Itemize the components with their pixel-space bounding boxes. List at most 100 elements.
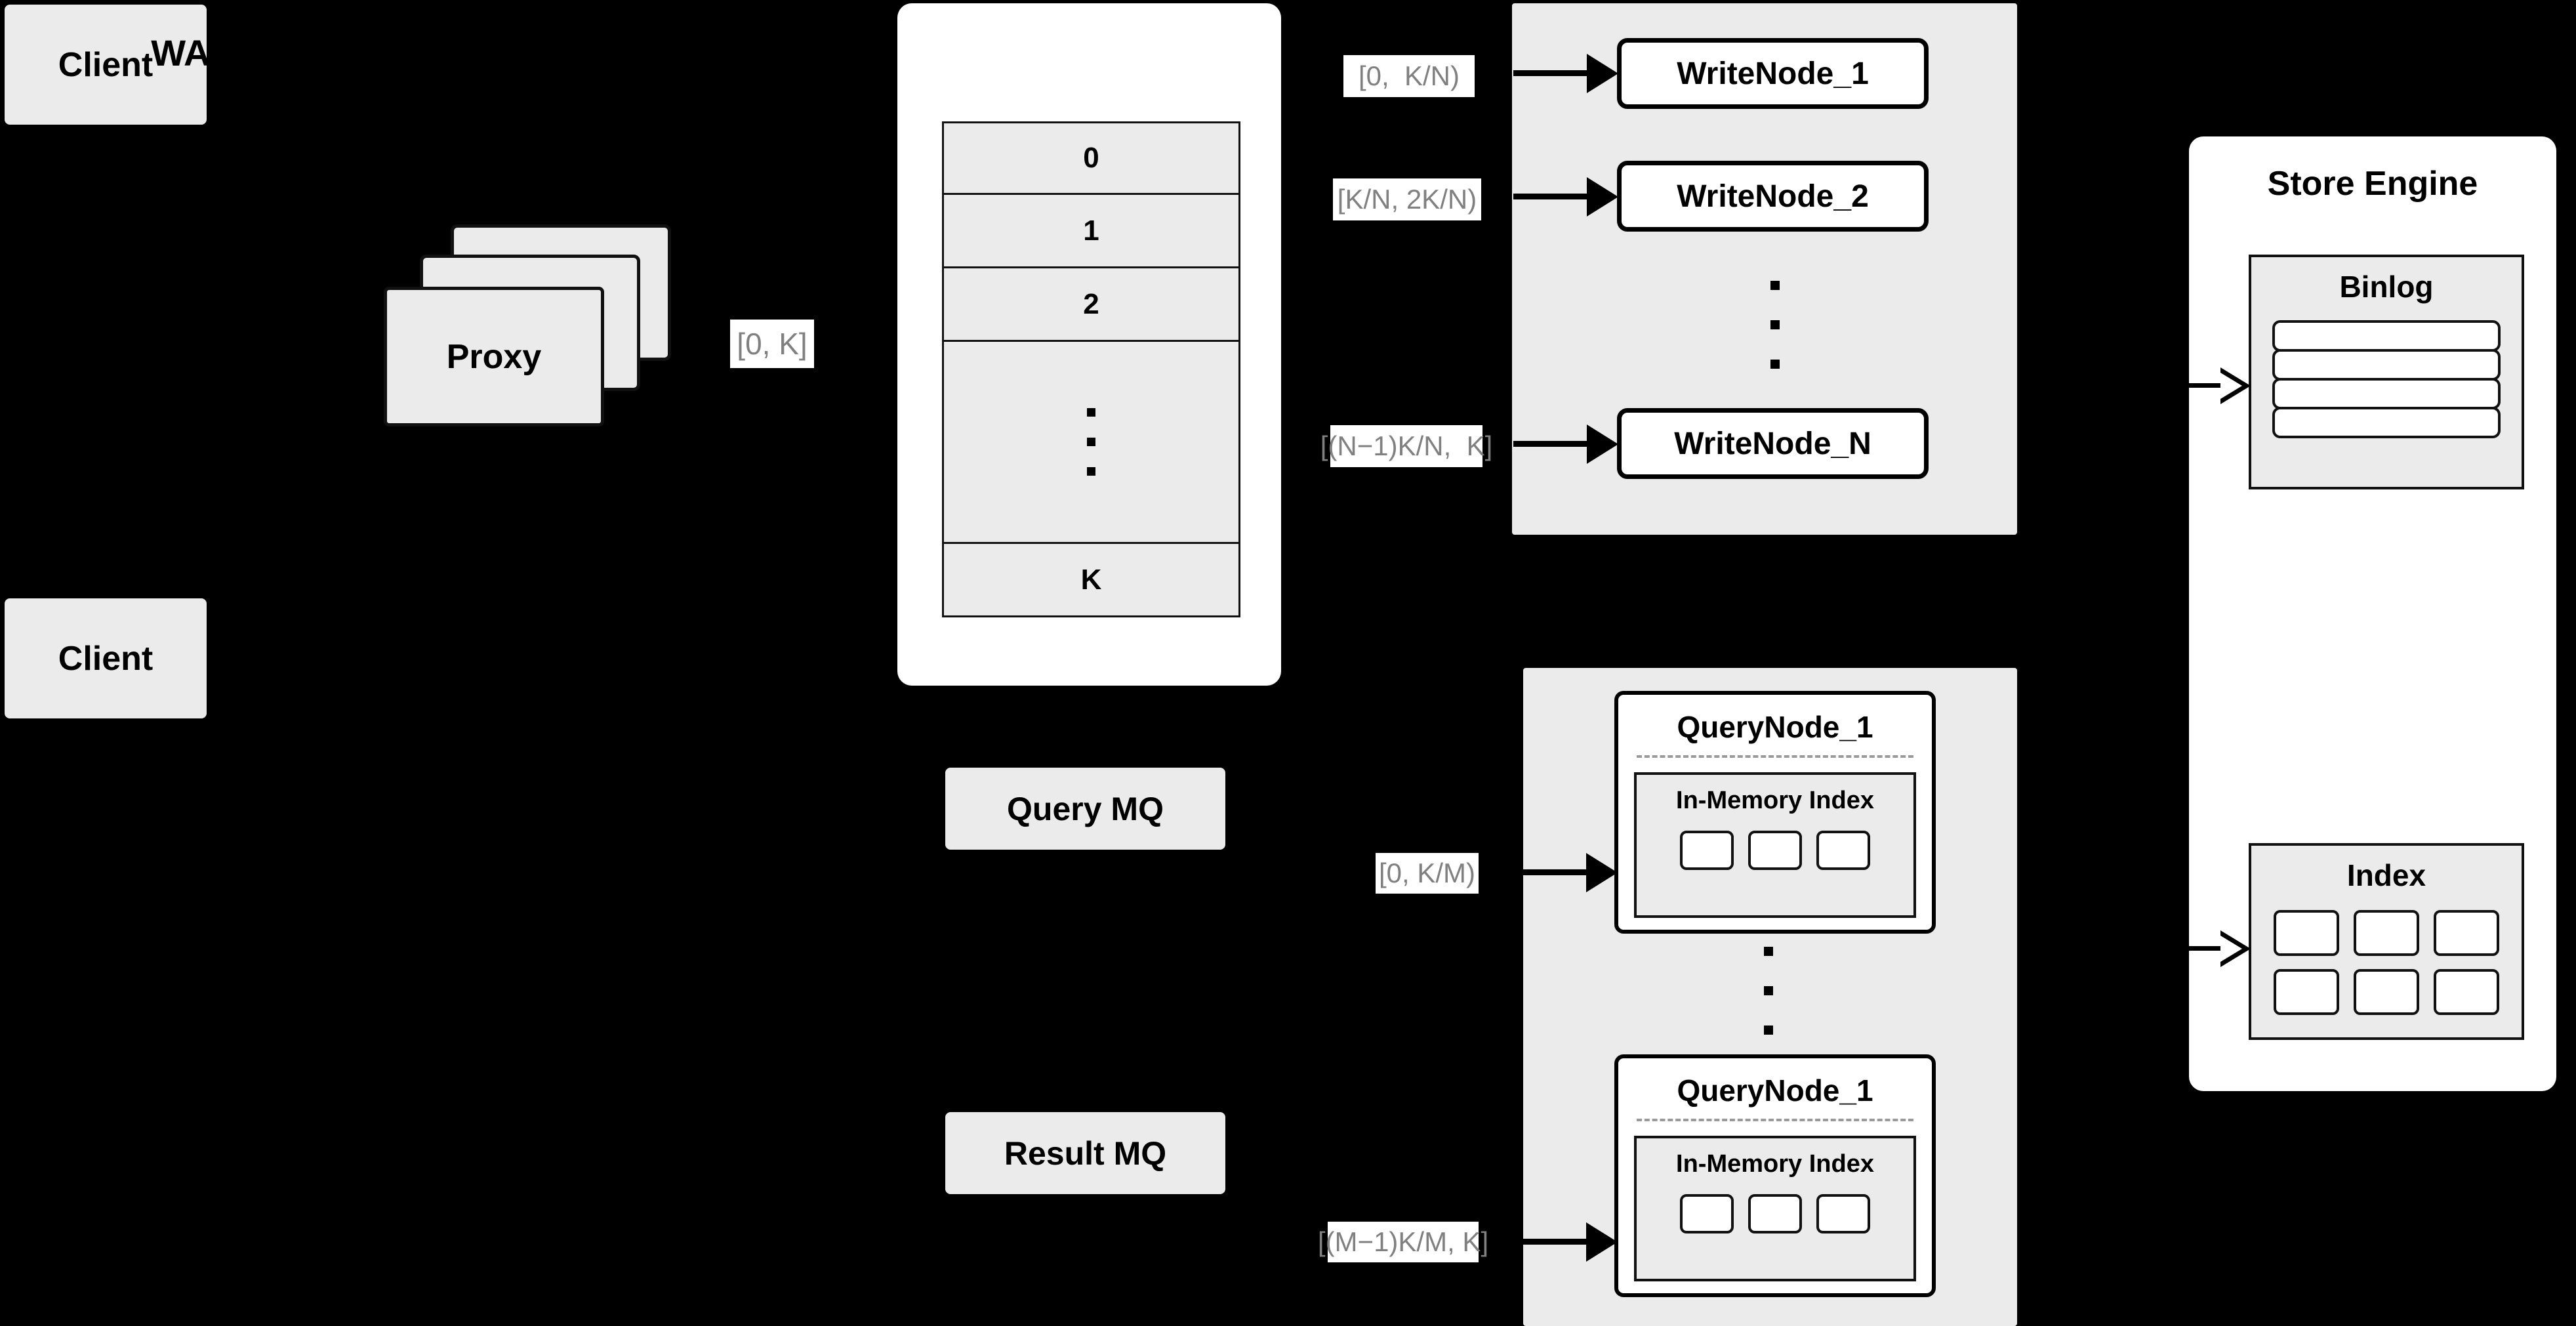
arrow-line-mq-to-querynode-m <box>1502 1239 1601 1245</box>
ellipsis-dot <box>1770 360 1780 369</box>
wal-row-1[interactable]: 1 <box>942 195 1240 268</box>
ellipsis-dot <box>1087 467 1095 476</box>
open-arrow-inner <box>2220 936 2242 962</box>
query-node-1-title: QueryNode_1 <box>1677 710 1873 744</box>
proxy-box[interactable]: Proxy <box>384 287 604 426</box>
binlog-title: Binlog <box>2339 270 2434 304</box>
index-cell-grid <box>2251 910 2522 1015</box>
edge-label-querynode-1: [0, K/M) <box>1376 853 1479 894</box>
index-cell[interactable] <box>2434 969 2499 1015</box>
binlog-segment[interactable] <box>2272 320 2501 352</box>
index-cell[interactable] <box>2274 969 2339 1015</box>
query-node-m-title: QueryNode_1 <box>1677 1073 1873 1108</box>
edge-label-proxy-to-wal: [0, K] <box>730 320 814 368</box>
index-cell[interactable] <box>2434 910 2499 956</box>
proxy-label: Proxy <box>446 337 542 376</box>
store-engine-title: Store Engine <box>2267 165 2478 203</box>
client-box-1[interactable]: Client <box>5 5 207 125</box>
query-node-1-inmemory-index: In-Memory Index <box>1634 772 1916 918</box>
query-node-1-chip-row <box>1637 831 1913 870</box>
arrow-line-to-binlog <box>2184 383 2225 388</box>
wal-row-2[interactable]: 2 <box>942 268 1240 342</box>
edge-label-querynode-m: [(M−1)K/M, K] <box>1318 1222 1488 1262</box>
write-node-n[interactable]: WriteNode_N <box>1617 408 1929 479</box>
arrow-head-wal-to-writenode-2 <box>1587 177 1618 217</box>
wal-title: WAL <box>151 32 233 73</box>
query-node-m[interactable]: QueryNode_1 In-Memory Index <box>1614 1054 1936 1297</box>
arrow-line-mq-to-querynode-1 <box>1502 869 1601 875</box>
binlog-segment[interactable] <box>2272 407 2501 438</box>
edge-label-writenode-n: [(N−1)K/N, K] <box>1320 425 1492 467</box>
binlog-panel: Binlog <box>2249 255 2524 489</box>
wal-row-0[interactable]: 0 <box>942 121 1240 195</box>
arrow-line-wal-to-writenode-1 <box>1513 70 1602 76</box>
write-node-n-label: WriteNode_N <box>1674 426 1871 461</box>
index-cell[interactable] <box>2354 910 2419 956</box>
edge-label-writenode-2-text: [K/N, 2K/N) <box>1337 184 1477 215</box>
edge-label-proxy-to-wal-text: [0, K] <box>737 327 808 361</box>
query-node-1-divider <box>1637 755 1913 758</box>
write-node-2-label: WriteNode_2 <box>1677 178 1869 214</box>
index-chip[interactable] <box>1748 1194 1802 1233</box>
arrow-head-mq-to-querynode-1 <box>1586 853 1618 892</box>
ellipsis-dot <box>1770 320 1780 329</box>
result-mq-box[interactable]: Result MQ <box>945 1112 1225 1194</box>
write-node-2[interactable]: WriteNode_2 <box>1617 161 1929 232</box>
arrow-head-to-binlog <box>2220 367 2253 404</box>
wal-row-1-label: 1 <box>1083 214 1099 247</box>
edge-label-writenode-n-text: [(N−1)K/N, K] <box>1320 430 1493 461</box>
query-node-m-inmemory-index: In-Memory Index <box>1634 1136 1916 1281</box>
index-chip[interactable] <box>1748 831 1802 870</box>
binlog-segment[interactable] <box>2272 349 2501 381</box>
index-chip[interactable] <box>1680 831 1734 870</box>
query-node-m-divider <box>1637 1119 1913 1121</box>
arrow-line-to-index <box>2184 946 2225 951</box>
ellipsis-dot <box>1764 1026 1773 1035</box>
client-box-1-label: Client <box>58 45 153 84</box>
write-node-1-label: WriteNode_1 <box>1677 56 1869 91</box>
index-chip[interactable] <box>1680 1194 1734 1233</box>
index-chip[interactable] <box>1816 1194 1870 1233</box>
query-mq-box[interactable]: Query MQ <box>945 768 1225 850</box>
edge-label-writenode-2: [K/N, 2K/N) <box>1333 178 1481 220</box>
write-node-1[interactable]: WriteNode_1 <box>1617 38 1929 109</box>
query-node-1-index-title: In-Memory Index <box>1676 787 1874 814</box>
binlog-segment-stack <box>2251 320 2522 438</box>
arrow-head-wal-to-writenode-n <box>1587 425 1618 464</box>
ellipsis-dot <box>1087 438 1095 446</box>
edge-label-writenode-1-text: [0, K/N) <box>1358 60 1460 91</box>
wal-row-k-label: K <box>1080 563 1102 596</box>
edge-label-querynode-m-text: [(M−1)K/M, K] <box>1317 1226 1489 1257</box>
ellipsis-dot <box>1764 947 1773 956</box>
arrow-head-mq-to-querynode-m <box>1586 1222 1618 1262</box>
query-node-m-index-title: In-Memory Index <box>1676 1150 1874 1178</box>
result-mq-label: Result MQ <box>1004 1134 1167 1172</box>
wal-row-k[interactable]: K <box>942 544 1240 617</box>
write-cluster-ellipsis <box>1770 281 1780 369</box>
arrow-head-wal-to-writenode-1 <box>1587 54 1618 93</box>
ellipsis-dot <box>1770 281 1780 290</box>
client-box-2[interactable]: Client <box>5 598 207 718</box>
index-title: Index <box>2346 858 2426 892</box>
arrow-line-wal-to-writenode-2 <box>1513 194 1602 199</box>
wal-row-ellipsis <box>942 342 1240 544</box>
index-chip[interactable] <box>1816 831 1870 870</box>
query-cluster-ellipsis <box>1764 947 1773 1035</box>
edge-label-writenode-1: [0, K/N) <box>1343 55 1475 97</box>
query-node-1[interactable]: QueryNode_1 In-Memory Index <box>1614 691 1936 934</box>
binlog-segment[interactable] <box>2272 378 2501 409</box>
edge-label-querynode-1-text: [0, K/M) <box>1378 858 1476 888</box>
wal-row-0-label: 0 <box>1083 142 1099 174</box>
open-arrow-inner <box>2220 373 2242 399</box>
ellipsis-dot <box>1087 408 1095 417</box>
index-panel: Index <box>2249 843 2524 1040</box>
query-mq-label: Query MQ <box>1007 790 1164 827</box>
client-box-2-label: Client <box>58 639 153 678</box>
ellipsis-dot <box>1764 986 1773 995</box>
arrow-line-wal-to-writenode-n <box>1513 441 1602 447</box>
wal-row-2-label: 2 <box>1083 287 1099 320</box>
arrow-head-to-index <box>2220 930 2253 967</box>
index-cell[interactable] <box>2354 969 2419 1015</box>
index-cell[interactable] <box>2274 910 2339 956</box>
